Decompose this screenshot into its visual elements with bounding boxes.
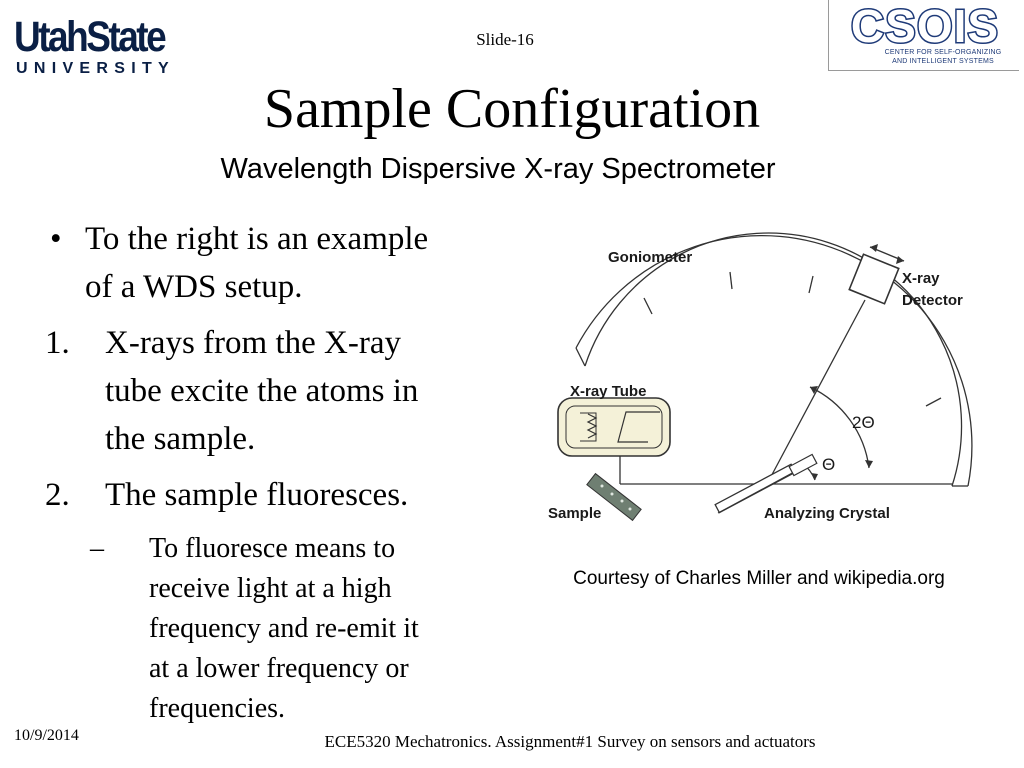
label-x-ray-tube: X-ray Tube <box>570 383 646 400</box>
sub-bullet-marker: – <box>90 533 104 564</box>
csois-logo-subtitle-line: CENTER FOR SELF-ORGANIZING <box>884 49 1002 56</box>
label-theta: Θ <box>822 455 835 474</box>
bullet-text-line: To the right is an example <box>85 221 429 257</box>
x-ray-detector <box>848 244 905 305</box>
label-two-theta: 2Θ <box>852 413 875 432</box>
footer-date: 10/9/2014 <box>14 727 79 744</box>
label-detector: X-ray <box>902 270 940 287</box>
sample <box>586 472 642 522</box>
numbered-text-line: the sample. <box>105 421 256 457</box>
usu-logo-wordmark: UtahState <box>14 13 167 61</box>
csois-logo-wordmark: CSOIS <box>849 0 1000 52</box>
page-title: Sample Configuration <box>263 78 761 140</box>
usu-logo-university: UNIVERSITY <box>16 60 176 77</box>
numbered-marker: 1. <box>45 325 70 361</box>
angle-arcs <box>801 386 873 481</box>
bullet-marker: • <box>50 221 62 257</box>
label-goniometer: Goniometer <box>608 249 692 266</box>
figure-caption: Courtesy of Charles Miller and wikipedia… <box>573 568 945 589</box>
label-sample: Sample <box>548 505 601 522</box>
footer-text: ECE5320 Mechatronics. Assignment#1 Surve… <box>324 732 816 751</box>
sub-bullet-text-line: receive light at a high <box>149 573 392 604</box>
csois-logo-subtitle: CENTER FOR SELF-ORGANIZING AND INTELLIGE… <box>873 48 1013 66</box>
label-detector: Detector <box>902 292 963 309</box>
sub-bullet-text-line: frequency and re-emit it <box>149 613 419 644</box>
x-ray-tube <box>557 397 671 457</box>
numbered-text-line: The sample fluoresces. <box>105 477 409 513</box>
numbered-text-line: X-rays from the X-ray <box>105 325 401 361</box>
sub-bullet-text-line: at a lower frequency or <box>149 653 409 684</box>
sub-bullet-text-line: To fluoresce means to <box>149 533 396 564</box>
slide-number: Slide-16 <box>476 30 534 49</box>
goniometer-arc <box>575 232 973 487</box>
csois-logo-subtitle-line: AND INTELLIGENT SYSTEMS <box>892 58 994 65</box>
wds-diagram: Goniometer X-ray Detector X-ray Tube Sam… <box>548 232 973 522</box>
numbered-marker: 2. <box>45 477 70 513</box>
page-subtitle: Wavelength Dispersive X-ray Spectrometer <box>220 153 776 185</box>
beam-lines <box>619 299 952 485</box>
diagram-labels: Goniometer X-ray Detector X-ray Tube Sam… <box>548 249 963 522</box>
analyzing-crystal <box>714 453 818 514</box>
sub-bullet-text-line: frequencies. <box>149 693 286 724</box>
usu-logo: UtahState UNIVERSITY <box>14 12 200 77</box>
label-analyzing-crystal: Analyzing Crystal <box>764 505 890 522</box>
csois-logo: CSOIS CENTER FOR SELF-ORGANIZING AND INT… <box>828 0 1019 71</box>
numbered-text-line: tube excite the atoms in <box>105 373 419 409</box>
bullet-text-line: of a WDS setup. <box>85 269 303 305</box>
